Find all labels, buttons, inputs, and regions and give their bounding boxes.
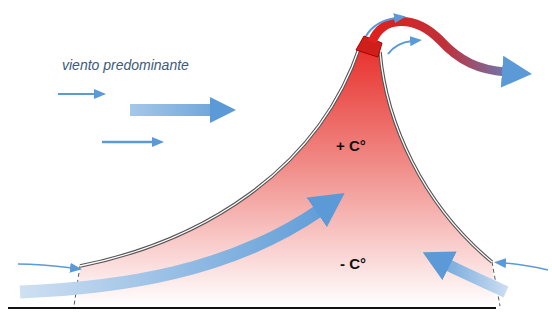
temperature-label: + C°	[336, 138, 366, 155]
wind-arrow	[102, 141, 154, 144]
hot-air-arrow	[372, 21, 506, 72]
cool-air-arrow	[446, 264, 506, 292]
inflow-arrow	[18, 264, 72, 268]
ground-line	[8, 307, 496, 309]
tent-wall	[80, 46, 360, 266]
cool-air-arrow	[20, 210, 320, 292]
outflow-arrow	[366, 18, 396, 36]
wind-label: viento predominante	[62, 58, 189, 73]
wind-arrow	[58, 93, 96, 95]
temperature-label: - C°	[340, 256, 366, 273]
tent-wall	[380, 52, 492, 262]
tent-wall	[380, 52, 492, 262]
wind-arrow	[130, 104, 214, 116]
outflow-arrow	[388, 41, 412, 54]
tent-wall	[80, 46, 360, 266]
inflow-arrow	[504, 263, 548, 270]
warm-air-fill	[78, 46, 496, 306]
